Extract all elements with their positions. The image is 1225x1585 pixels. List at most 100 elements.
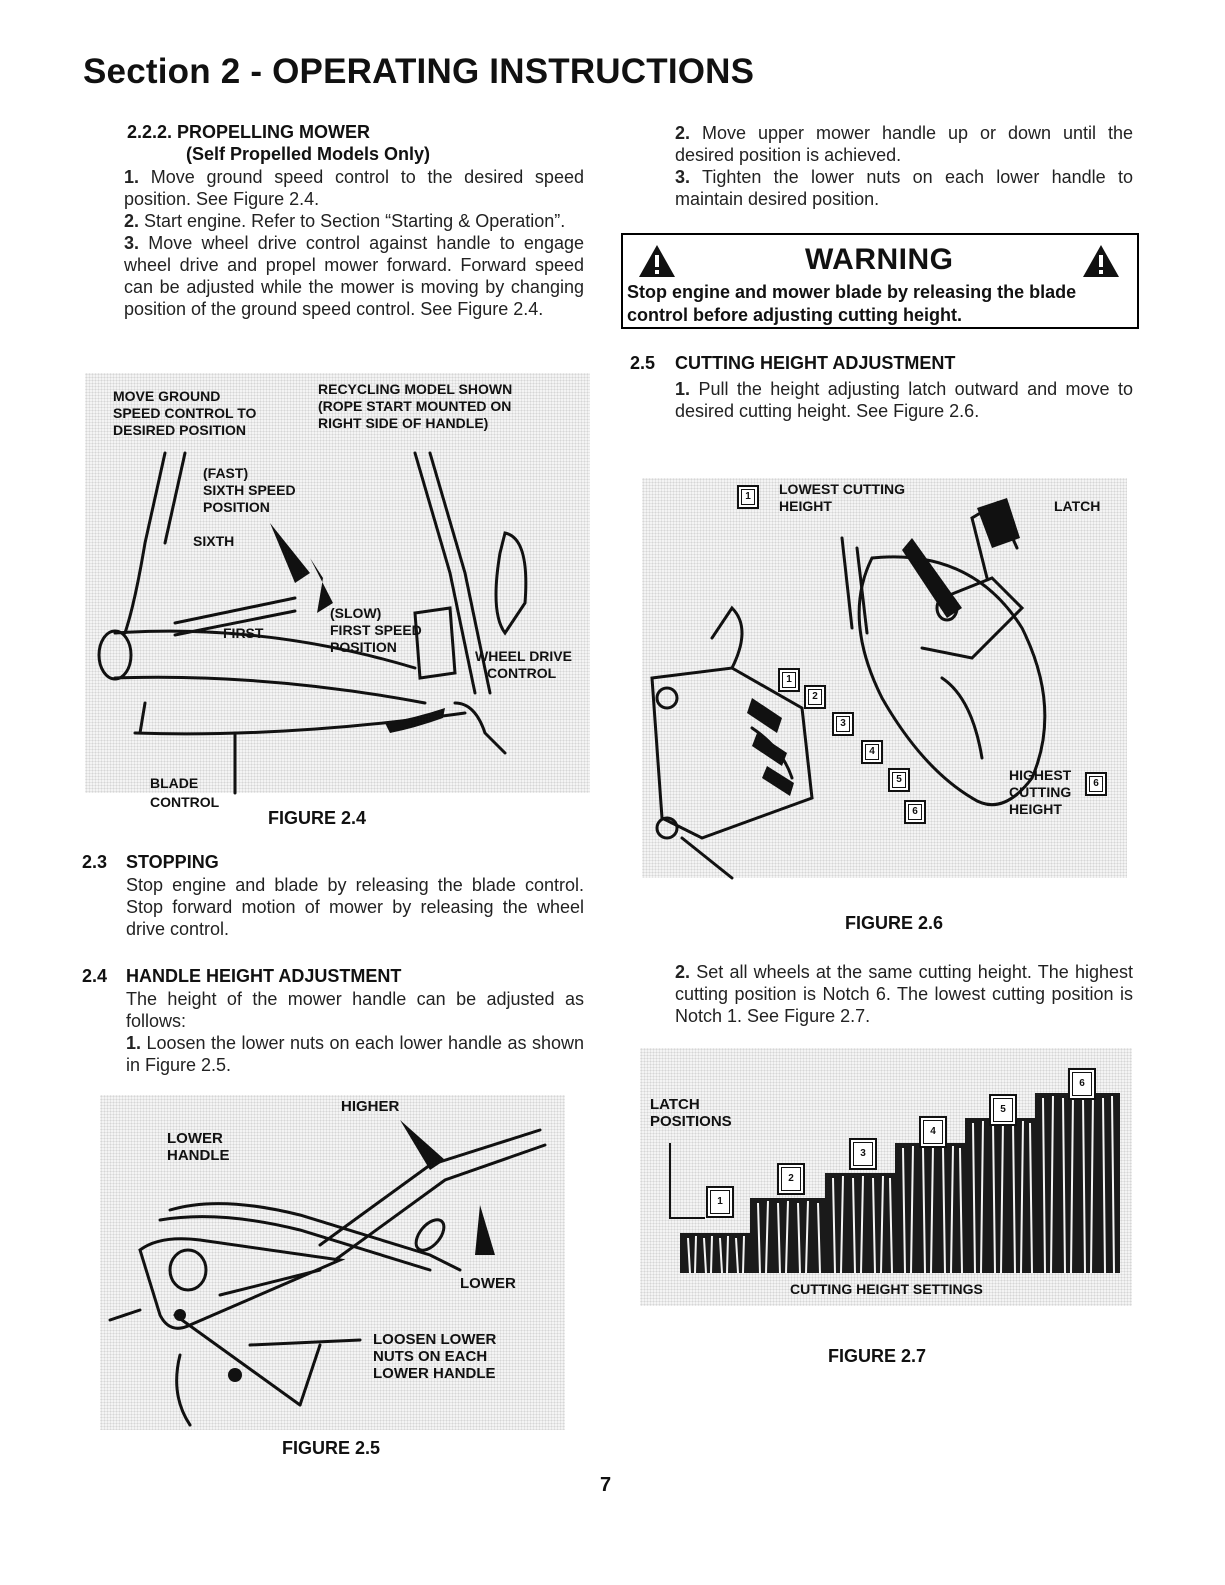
label-latch-positions: LATCH POSITIONS [650, 1096, 732, 1130]
step-text: Move wheel drive control against handle … [124, 233, 584, 319]
label-line: CUTTING [1009, 784, 1072, 800]
notch-box-lowest: 1 [737, 485, 759, 509]
step-number: 3. [124, 233, 140, 253]
section-2-5-heading: CUTTING HEIGHT ADJUSTMENT [675, 353, 956, 373]
figure-2-5-caption: FIGURE 2.5 [282, 1438, 381, 1458]
notch-box-6: 6 [904, 800, 926, 824]
position-number: 3 [853, 1142, 873, 1166]
label-loosen-nuts: LOOSEN LOWER NUTS ON EACH LOWER HANDLE [373, 1331, 496, 1382]
section-2-4-intro: The height of the mower handle can be ad… [126, 989, 584, 1031]
notch-number: 1 [782, 672, 796, 688]
label-latch: LATCH [1054, 498, 1101, 514]
notch-box-5: 5 [888, 768, 910, 792]
figure-2-6: 1 LOWEST CUTTING HEIGHT LATCH 1 2 3 4 5 … [642, 478, 1127, 880]
position-number: 6 [1072, 1072, 1092, 1096]
step-text: Move ground speed control to the desired… [124, 167, 584, 209]
step-number: 1. [124, 167, 140, 187]
label-line: (ROPE START MOUNTED ON [318, 398, 512, 414]
label-blade: BLADE [150, 775, 199, 791]
notch-box-3: 3 [832, 712, 854, 736]
label-line: LOOSEN LOWER [373, 1331, 497, 1348]
label-sixth: SIXTH [193, 533, 235, 549]
notch-number: 2 [808, 689, 822, 705]
step-text: Pull the height adjusting latch outward … [675, 379, 1133, 421]
label-line: POSITION [330, 639, 397, 655]
grass-height-illustration [669, 1093, 1120, 1274]
section-2-3-text: Stop engine and blade by releasing the b… [126, 875, 584, 939]
notch-number: 4 [865, 744, 879, 760]
notch-number: 6 [908, 804, 922, 820]
step-3: 3. Tighten the lower nuts on each lower … [675, 166, 1133, 210]
step-text: Tighten the lower nuts on each lower han… [675, 167, 1133, 209]
figure-2-7-caption: FIGURE 2.7 [828, 1346, 927, 1366]
step-2: 2. Start engine. Refer to Section “Start… [124, 210, 584, 232]
step-number: 2. [675, 123, 691, 143]
label-line: SIXTH SPEED [203, 482, 296, 498]
notch-number: 5 [892, 772, 906, 788]
position-number: 5 [993, 1098, 1013, 1122]
label-line: (SLOW) [330, 605, 382, 621]
label-line: MOVE GROUND [113, 388, 221, 404]
label-line: HEIGHT [779, 498, 832, 514]
figure-2-5: HIGHER LOWER HANDLE LOWER LOOSEN LOWER N… [100, 1095, 565, 1430]
label-cutting-height-settings: CUTTING HEIGHT SETTINGS [790, 1281, 983, 1297]
latch-position-6: 6 [1068, 1068, 1096, 1100]
handle-adjust-illustration [108, 1120, 547, 1427]
step-1: 1. Loosen the lower nuts on each lower h… [126, 1032, 584, 1076]
wheel-latch-illustration [650, 498, 1047, 880]
step-number: 2. [675, 962, 691, 982]
step-3: 3. Move wheel drive control against hand… [124, 232, 584, 320]
label-move-ground: MOVE GROUND SPEED CONTROL TO DESIRED POS… [113, 388, 256, 439]
figure-2-7: LATCH POSITIONS 1 2 3 4 5 6 CUTTING HEIG… [640, 1048, 1132, 1306]
warning-triangle-icon [1083, 245, 1119, 277]
notch-box-4: 4 [861, 740, 883, 764]
label-line: LOWEST CUTTING [779, 481, 905, 497]
section-2-4-number: 2.4 [82, 966, 108, 986]
label-line: HIGHEST [1009, 767, 1072, 783]
notch-box-highest: 6 [1085, 772, 1107, 796]
page-number: 7 [600, 1474, 612, 1496]
label-higher: HIGHER [341, 1098, 400, 1115]
position-number: 2 [781, 1167, 801, 1191]
warning-text: Stop engine and mower blade by releasing… [627, 282, 1077, 325]
warning-box: WARNING Stop engine and mower blade by r… [621, 233, 1139, 329]
label-blade-control: CONTROL [150, 794, 220, 810]
label-line: (FAST) [203, 465, 249, 481]
label-line: POSITION [203, 499, 270, 515]
label-slow-first-speed: (SLOW) FIRST SPEED POSITION [330, 605, 422, 656]
position-number: 1 [710, 1190, 730, 1214]
section-2-2-2-heading: 2.2.2. PROPELLING MOWER [127, 122, 371, 142]
step-number: 2. [124, 211, 140, 231]
label-first: FIRST [223, 625, 264, 641]
latch-position-1: 1 [706, 1186, 734, 1218]
section-2-2-2-subheading: (Self Propelled Models Only) [186, 144, 431, 164]
section-2-5-step-1: 1. Pull the height adjusting latch outwa… [675, 378, 1133, 422]
section-2-5-number: 2.5 [630, 353, 656, 373]
notch-number: 6 [1089, 776, 1103, 792]
notch-number: 3 [836, 716, 850, 732]
label-line: LATCH [650, 1096, 700, 1113]
section-2-5-step-2: 2. Set all wheels at the same cutting he… [675, 961, 1133, 1027]
step-text: Move upper mower handle up or down until… [675, 123, 1133, 165]
step-number: 1. [675, 379, 691, 399]
label-line: FIRST SPEED [330, 622, 422, 638]
label-wheel-drive-control: WHEEL DRIVE CONTROL [475, 648, 572, 682]
section-2-4-heading: HANDLE HEIGHT ADJUSTMENT [126, 966, 402, 986]
label-line: SPEED CONTROL TO [113, 405, 257, 421]
label-line: WHEEL DRIVE [475, 648, 572, 664]
label-recycling-model: RECYCLING MODEL SHOWN (ROPE START MOUNTE… [318, 381, 512, 432]
section-2-3-number: 2.3 [82, 852, 108, 872]
label-line: RIGHT SIDE OF HANDLE) [318, 415, 489, 431]
latch-position-4: 4 [919, 1116, 947, 1148]
label-line: LOWER [167, 1130, 223, 1147]
label-lowest-cutting-height: LOWEST CUTTING HEIGHT [779, 481, 905, 515]
label-lower: LOWER [460, 1275, 516, 1292]
page-title: Section 2 - OPERATING INSTRUCTIONS [83, 52, 755, 91]
label-line: DESIRED POSITION [113, 422, 247, 438]
figure-2-4: MOVE GROUND SPEED CONTROL TO DESIRED POS… [85, 373, 590, 795]
step-text: Start engine. Refer to Section “Starting… [144, 211, 566, 231]
label-line: NUTS ON EACH [373, 1348, 488, 1365]
step-2: 2. Move upper mower handle up or down un… [675, 122, 1133, 166]
position-number: 4 [923, 1120, 943, 1144]
notch-box-2: 2 [804, 685, 826, 709]
